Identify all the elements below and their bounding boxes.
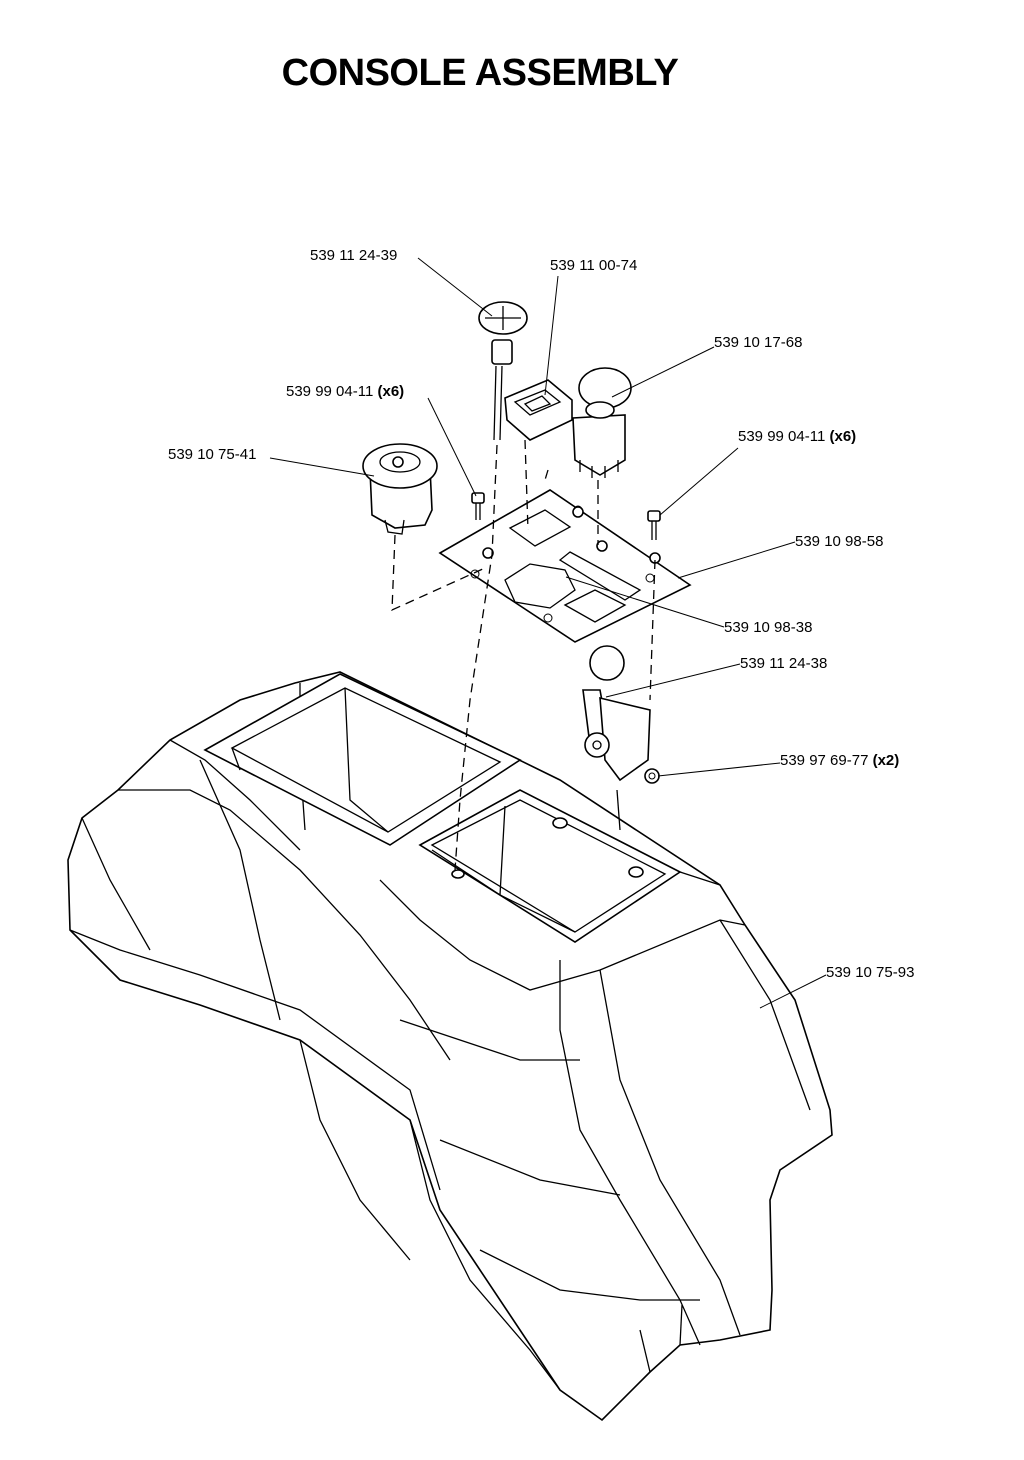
label-bolt-left-number: 539 99 04-11 xyxy=(286,383,373,400)
label-bolt-right-qty: (x6) xyxy=(829,428,856,445)
label-bolt-right-number: 539 99 04-11 xyxy=(738,428,825,445)
label-nut-qty: (x2) xyxy=(873,752,900,769)
label-pto-switch: 539 11 00-74 xyxy=(550,257,637,274)
console-body xyxy=(67,671,833,1422)
label-mounting-plate: 539 10 98-58 xyxy=(795,533,883,550)
mounting-plate xyxy=(438,489,692,643)
label-ignition-switch: 539 10 75-41 xyxy=(168,446,256,463)
label-nut: 539 97 69-77 (x2) xyxy=(780,752,899,769)
bolt-left xyxy=(471,492,485,520)
label-bolt-left: 539 99 04-11 (x6) xyxy=(286,383,404,400)
throttle-lever xyxy=(582,645,651,831)
label-bolt-left-qty: (x6) xyxy=(377,383,404,400)
ignition-switch xyxy=(362,443,438,535)
label-lever-guide: 539 10 98-38 xyxy=(724,619,812,636)
nut xyxy=(644,768,660,784)
light-switch xyxy=(572,367,632,478)
label-bolt-right: 539 99 04-11 (x6) xyxy=(738,428,856,445)
label-throttle-lever: 539 11 24-38 xyxy=(740,655,827,672)
pto-switch xyxy=(504,379,573,441)
label-light-switch: 539 10 17-68 xyxy=(714,334,802,351)
label-knob: 539 11 24-39 xyxy=(310,247,397,264)
assembly-lines xyxy=(391,439,656,871)
label-nut-number: 539 97 69-77 xyxy=(780,752,868,769)
knob xyxy=(478,301,528,441)
bolt-right xyxy=(647,510,661,540)
leader-lines xyxy=(269,257,827,1009)
label-console-body: 539 10 75-93 xyxy=(826,964,914,981)
page-title: CONSOLE ASSEMBLY xyxy=(281,52,679,94)
